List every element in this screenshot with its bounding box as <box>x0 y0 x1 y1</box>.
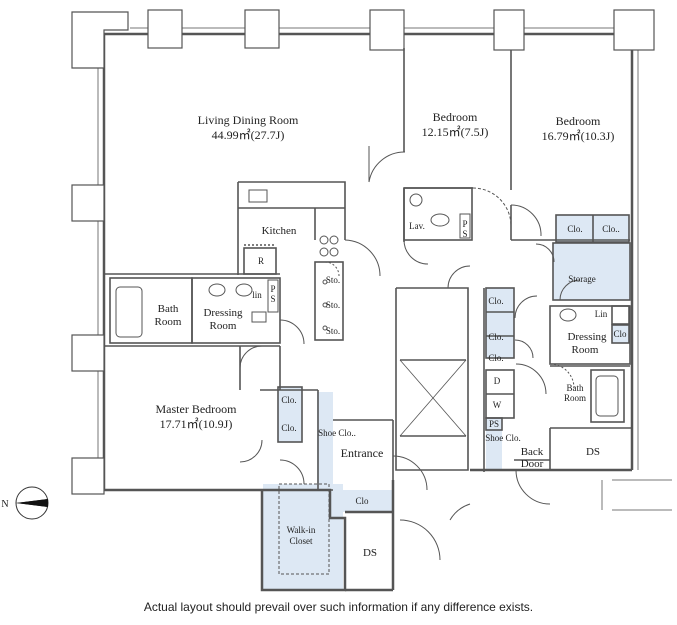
closet-bed2a: Clo. <box>567 224 582 234</box>
closet-bed2b: Clo.. <box>602 224 620 234</box>
columns <box>71 9 655 495</box>
dressing1-label-2: Room <box>210 320 237 332</box>
pipe-space-2-p: P <box>270 284 275 294</box>
washer-d-label: D <box>494 376 501 386</box>
bath2-label-2: Room <box>564 393 586 403</box>
ds1-label: DS <box>586 446 600 458</box>
master-bedroom-area: 17.71㎡(10.9J) <box>160 417 233 431</box>
storage-label: Storage <box>568 274 596 284</box>
storage-shelf-3: Sto. <box>326 326 340 336</box>
dressing2-label-1: Dressing <box>567 331 607 343</box>
floor-plan: Living Dining Room 44.99㎡(27.7J) Bedroom… <box>1 9 672 592</box>
closet-hall3: Clo. <box>488 353 503 363</box>
walkin-label-2: Closet <box>289 536 313 546</box>
closet-entrance: Clo <box>355 496 369 506</box>
closet-hall1: Clo. <box>488 296 503 306</box>
pipe-space-3: PS <box>489 419 499 429</box>
compass: N <box>1 486 49 520</box>
bedroom1-name: Bedroom <box>433 110 478 124</box>
storage-shelf-2: Sto. <box>326 300 340 310</box>
doors <box>239 146 581 561</box>
bath2-label-1: Bath <box>567 383 584 393</box>
storage-shelf-1: Sto. <box>326 275 340 285</box>
dressing2-label-2: Room <box>572 344 599 356</box>
pipe-space-1-s: S <box>462 229 467 239</box>
lin1-label: lin <box>252 290 262 300</box>
dressing1-label-1: Dressing <box>203 307 243 319</box>
shoe-closet2-label: Shoe Clo. <box>485 433 521 443</box>
living-room-name: Living Dining Room <box>198 113 299 127</box>
bath1-label-2: Room <box>155 316 182 328</box>
washer-w-label: W <box>493 400 502 410</box>
closet-hall2: Clo. <box>488 332 503 342</box>
living-room-area: 44.99㎡(27.7J) <box>212 128 285 142</box>
bedroom1-area: 12.15㎡(7.5J) <box>422 125 489 139</box>
walkin-label-1: Walk-in <box>287 525 316 535</box>
bedroom2-name: Bedroom <box>556 114 601 128</box>
pipe-space-2-s: S <box>270 294 275 304</box>
interior-walls <box>104 48 632 575</box>
entrance-label: Entrance <box>341 446 384 460</box>
room-labels: Living Dining Room 44.99㎡(27.7J) Bedroom… <box>155 110 627 559</box>
ds2-label: DS <box>363 547 377 559</box>
back-door-label-2: Door <box>521 458 544 470</box>
disclaimer-note: Actual layout should prevail over such i… <box>143 600 534 614</box>
bedroom2-area: 16.79㎡(10.3J) <box>542 129 615 143</box>
kitchen-label: Kitchen <box>262 225 297 237</box>
lav-label: Lav. <box>409 221 425 231</box>
closet-fills <box>263 215 630 590</box>
fridge-label: R <box>258 256 264 266</box>
compass-north-label: N <box>1 499 8 510</box>
closet-dressing2: Clo <box>613 329 627 339</box>
bath1-label-1: Bath <box>158 303 179 315</box>
lin2-label: Lin <box>595 309 608 319</box>
shoe-closet1-label: Shoe Clo.. <box>318 428 356 438</box>
fixtures <box>115 189 619 417</box>
closet-master1: Clo. <box>281 395 296 405</box>
back-door-label-1: Back <box>521 446 544 458</box>
closet-master2: Clo. <box>281 423 296 433</box>
master-bedroom-name: Master Bedroom <box>156 402 238 416</box>
pipe-space-1-p: P <box>462 219 467 229</box>
